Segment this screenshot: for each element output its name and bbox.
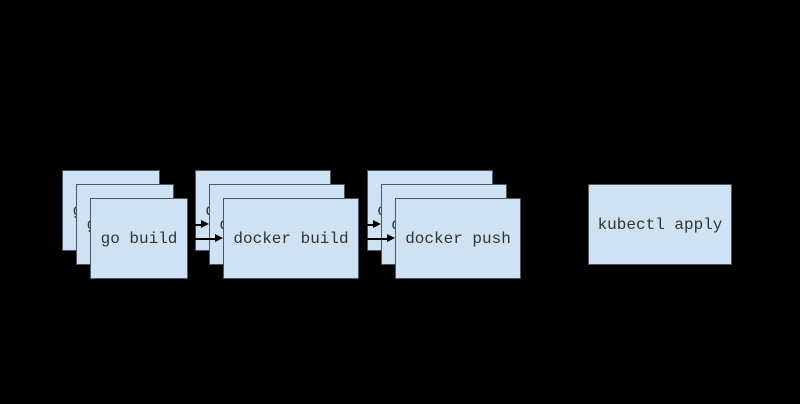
arrow-shaft — [359, 238, 387, 240]
arrow-docker-build-to-docker-push-middle — [345, 220, 381, 229]
arrowhead-icon — [187, 206, 195, 214]
docker-build-box-front: docker build — [223, 198, 359, 279]
arrowhead-icon — [387, 234, 395, 242]
go-build-box-front: go build — [90, 198, 188, 279]
arrow-docker-build-to-docker-push-front — [359, 234, 395, 243]
arrowhead-icon — [215, 234, 223, 242]
docker-push-label: docker push — [405, 229, 511, 248]
arrowhead-icon — [373, 220, 381, 228]
docker-build-label: docker build — [233, 229, 349, 248]
arrow-shaft — [188, 238, 215, 240]
go-build-label: go build — [100, 229, 178, 248]
arrowhead-icon — [201, 220, 209, 228]
arrow-shaft — [345, 224, 373, 226]
arrow-go-build-to-docker-build-front — [188, 234, 223, 243]
docker-push-box-front: docker push — [395, 198, 521, 279]
arrowhead-icon — [359, 206, 367, 214]
kubectl-apply-label: kubectl apply — [597, 215, 723, 234]
kubectl-apply-box: kubectl apply — [588, 184, 732, 265]
